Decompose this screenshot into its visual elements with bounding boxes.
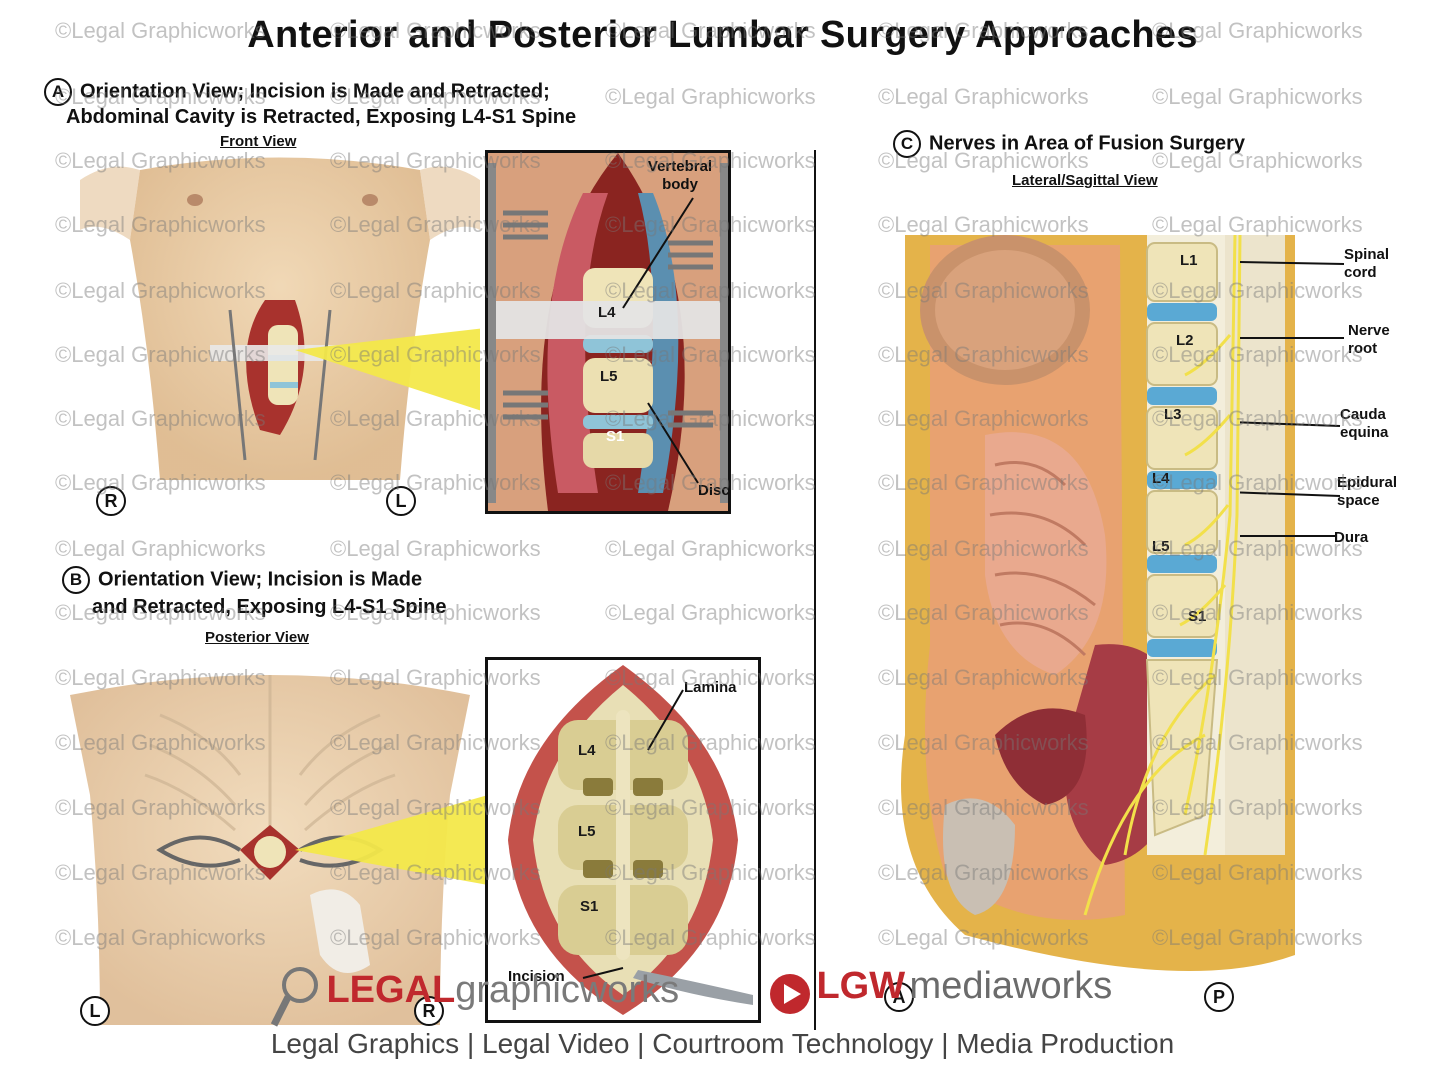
watermark-text: ©Legal Graphicworks <box>605 536 816 561</box>
posterior-torso-illustration <box>70 675 488 1025</box>
sagittal-l4-label: L4 <box>1152 470 1170 487</box>
logo-mediaworks-text: mediaworks <box>909 965 1113 1007</box>
posterior-view-left-marker: L <box>80 996 110 1026</box>
anterior-l4-label: L4 <box>598 304 616 321</box>
section-c-heading-text: Nerves in Area of Fusion Surgery <box>929 132 1246 155</box>
anterior-surgical-inset <box>485 150 731 514</box>
watermark-text: ©Legal Graphicworks <box>55 536 266 561</box>
anterior-s1-label: S1 <box>606 428 625 445</box>
watermark-text: ©Legal Graphicworks <box>605 84 816 109</box>
sagittal-l5-label: L5 <box>1152 538 1170 555</box>
page-title: Anterior and Posterior Lumbar Surgery Ap… <box>247 14 1198 56</box>
section-c-badge: C <box>893 130 921 158</box>
sagittal-spine-illustration <box>901 234 1295 971</box>
posterior-view-right-marker: R <box>414 996 444 1026</box>
sagittal-l2-label: L2 <box>1176 332 1194 349</box>
posterior-inset-art <box>488 660 758 1020</box>
logo-legal-graphicworks: LEGALgraphicworks <box>270 965 679 1031</box>
logo-legal-text: LEGAL <box>326 969 456 1012</box>
section-a-heading-line2: Abdominal Cavity is Retracted, Exposing … <box>66 106 577 128</box>
section-a-heading: A Orientation View; Incision is Made and … <box>44 78 550 106</box>
play-icon <box>770 973 810 1014</box>
incision-callout: Incision <box>508 968 565 985</box>
vertebral-body-callout: Vertebral body <box>647 158 713 193</box>
section-b-badge: B <box>62 566 90 594</box>
watermark-text: ©Legal Graphicworks <box>330 536 541 561</box>
watermark-text: ©Legal Graphicworks <box>1152 84 1363 109</box>
watermark-text: ©Legal Graphicworks <box>605 600 816 625</box>
section-c-heading: C Nerves in Area of Fusion Surgery <box>893 130 1245 158</box>
epidural-space-callout: Epidural space <box>1337 474 1398 509</box>
anterior-inset-art <box>488 153 728 511</box>
lamina-callout: Lamina <box>684 679 737 696</box>
disc-callout: Disc <box>698 482 730 499</box>
logo-lgw-text: LGW <box>816 965 906 1007</box>
logo-graphicworks-text: graphicworks <box>455 969 680 1012</box>
section-a-heading-line1: Orientation View; Incision is Made and R… <box>80 80 550 103</box>
sagittal-leader-lines <box>1240 261 1345 537</box>
section-b-view-label: Posterior View <box>205 629 309 646</box>
sagittal-anterior-marker: A <box>884 982 914 1012</box>
front-torso-illustration <box>80 157 480 480</box>
panel-divider <box>814 150 816 1030</box>
magnifier-icon <box>270 967 318 1027</box>
sagittal-s1-label: S1 <box>1188 608 1207 625</box>
footer-tagline: Legal Graphics | Legal Video | Courtroom… <box>270 1028 1175 1059</box>
logo-lgw-mediaworks: LGW mediaworks <box>768 965 1112 1016</box>
section-b-heading-line2: and Retracted, Exposing L4-S1 Spine <box>92 596 447 618</box>
sagittal-l1-label: L1 <box>1180 252 1198 269</box>
front-view-left-marker: L <box>386 486 416 516</box>
posterior-surgical-inset <box>485 657 761 1023</box>
front-view-right-marker: R <box>96 486 126 516</box>
section-c-view-label: Lateral/Sagittal View <box>1012 172 1158 189</box>
sagittal-posterior-marker: P <box>1204 982 1234 1012</box>
posterior-s1-label: S1 <box>580 898 599 915</box>
sagittal-l3-label: L3 <box>1164 406 1182 423</box>
posterior-l5-label: L5 <box>578 823 596 840</box>
section-b-heading-line1: Orientation View; Incision is Made <box>98 568 423 591</box>
dura-callout: Dura <box>1334 529 1369 546</box>
watermark-text: ©Legal Graphicworks <box>878 84 1089 109</box>
cauda-equina-callout: Cauda equina <box>1340 406 1389 441</box>
anterior-l5-label: L5 <box>600 368 618 385</box>
section-a-badge: A <box>44 78 72 106</box>
posterior-l4-label: L4 <box>578 742 596 759</box>
nerve-root-callout: Nerve root <box>1348 322 1390 357</box>
spinal-cord-callout: Spinal cord <box>1344 246 1390 281</box>
section-a-view-label: Front View <box>220 133 297 150</box>
section-b-heading: B Orientation View; Incision is Made <box>62 566 422 594</box>
